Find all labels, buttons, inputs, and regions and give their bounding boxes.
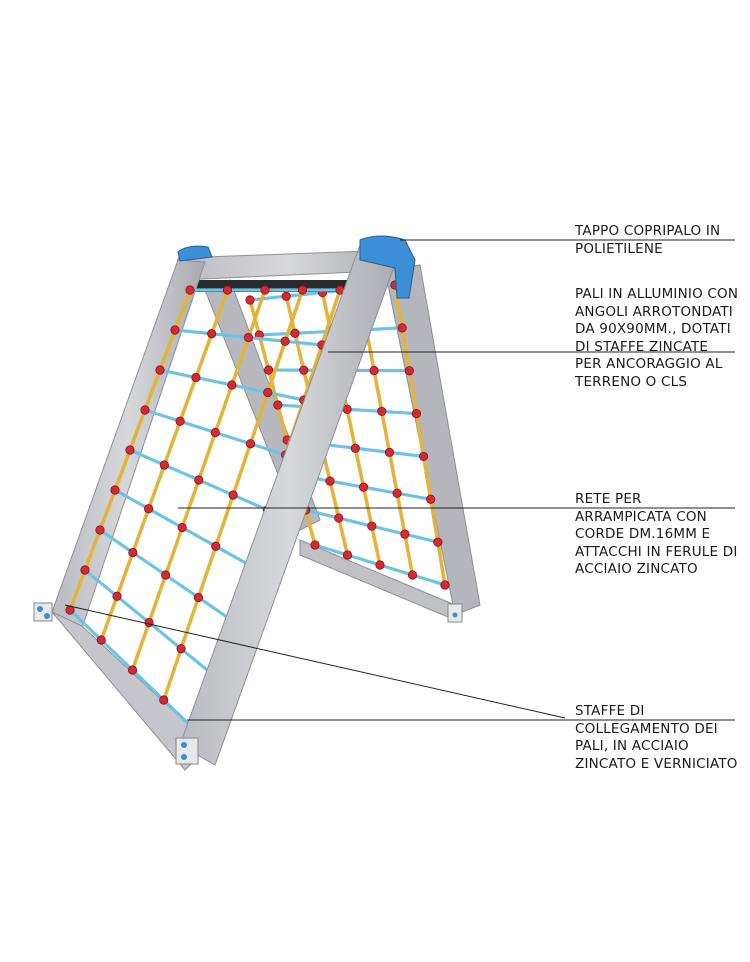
net-ferrule (243, 332, 254, 343)
back-right-bracket (447, 603, 463, 623)
net-ferrule (177, 522, 187, 533)
net-ferrule (418, 451, 429, 462)
label-line: ANGOLI ARROTONDATI (575, 303, 733, 320)
net-ferrule (193, 592, 204, 603)
net-ferrule (176, 644, 186, 654)
net-ferrule (211, 541, 221, 551)
net-ferrule (159, 460, 169, 470)
label-line: POLIETILENE (575, 240, 663, 257)
label-line: COLLEGAMENTO DEI (575, 720, 718, 737)
net-ferrule (144, 617, 154, 628)
label-line: TAPPO COPRIPALO IN (575, 223, 721, 239)
net-ferrule (273, 400, 283, 410)
label-line: TERRENO O CLS (575, 373, 688, 390)
label-pole-cap: TAPPO COPRIPALO IN POLIETILENE (575, 223, 720, 258)
net-ferrule (350, 443, 360, 453)
net-ferrule (400, 529, 410, 539)
label-line: PER ANCORAGGIO AL (575, 356, 723, 373)
net-ferrule (426, 494, 436, 504)
net-ferrule (95, 525, 105, 535)
leader-lines (64, 239, 735, 721)
net-ferrule (228, 490, 238, 500)
label-line: PALI, IN ACCIAIO (575, 738, 689, 755)
net-ferrule (185, 285, 195, 295)
net-ferrule (80, 565, 90, 575)
net-ferrule (392, 488, 402, 498)
label-line: DI STAFFE ZINCATE (575, 338, 709, 355)
net-ferrule (299, 365, 309, 375)
net-ferrule (384, 447, 395, 457)
net-ferrule (369, 365, 379, 376)
net-ferrule (140, 405, 150, 415)
net-ferrule (397, 323, 407, 333)
net-ferrule (159, 695, 169, 705)
net-ferrule (342, 550, 353, 560)
label-line: ZINCATO E VERNICIATO (575, 755, 738, 772)
net-ferrule (222, 285, 233, 295)
net-ferrule (358, 482, 369, 492)
net-ferrule (334, 513, 344, 523)
net-ferrule (407, 570, 418, 580)
net-ferrule (440, 580, 450, 590)
back-climbing-net (245, 280, 450, 590)
net-ferrule (245, 439, 256, 449)
net-ferrule (367, 521, 377, 531)
label-line: ATTACCHI IN FERULE DI (575, 543, 738, 560)
label-line: PALI IN ALLUMINIO CON (575, 286, 739, 302)
net-ferrule (170, 325, 180, 335)
net-ferrule (325, 476, 335, 486)
net-ferrule (143, 504, 154, 514)
left-post-cap (177, 245, 213, 262)
front-left-bracket (33, 602, 53, 622)
right-post-cap (359, 235, 416, 299)
net-ferrule (96, 635, 106, 645)
net-ferrule (263, 387, 273, 398)
net-ferrule (375, 560, 385, 570)
net-ferrule (175, 416, 185, 426)
net-ferrule (161, 570, 171, 580)
net-ferrule (110, 485, 120, 495)
label-line: DA 90X90MM., DOTATI (575, 321, 731, 338)
label-aluminium-posts: PALI IN ALLUMINIO CON ANGOLI ARROTONDATI… (575, 286, 738, 392)
label-line: RETE PER (575, 491, 642, 507)
label-line: ARRAMPICATA CON (575, 508, 707, 525)
net-ferrule (112, 591, 122, 601)
net-ferrule (207, 329, 217, 339)
net-ferrule (263, 365, 274, 375)
net-ferrule (377, 406, 387, 417)
label-line: ACCIAIO ZINCATO (575, 561, 698, 578)
label-connection-brackets: STAFFE DI COLLEGAMENTO DEI PALI, IN ACCI… (575, 703, 738, 773)
net-ferrule (155, 365, 165, 375)
net-ferrule (210, 427, 220, 438)
net-ferrule (280, 336, 290, 346)
net-ferrule (260, 285, 270, 295)
net-ferrule (411, 408, 422, 419)
net-ferrule (191, 372, 201, 383)
net-ferrule (127, 665, 138, 675)
net-ferrule (281, 291, 291, 301)
net-ferrule (290, 328, 300, 338)
net-ferrule (433, 537, 443, 547)
leader-line-brackets-a (64, 604, 566, 719)
net-ferrule (297, 285, 308, 295)
label-climbing-net: RETE PER ARRAMPICATA CON CORDE DM.16MM E… (575, 491, 738, 579)
net-ferrule (245, 295, 255, 305)
net-ferrule (310, 540, 320, 550)
net-ferrule (194, 475, 204, 485)
net-ferrule (404, 366, 414, 376)
front-right-bracket (175, 737, 199, 765)
net-ferrule (227, 380, 237, 390)
net-ferrule (125, 445, 135, 455)
net-vertical-rope (393, 283, 447, 587)
label-line: STAFFE DI (575, 703, 645, 719)
label-line: CORDE DM.16MM E (575, 526, 711, 543)
net-ferrule (128, 547, 138, 558)
